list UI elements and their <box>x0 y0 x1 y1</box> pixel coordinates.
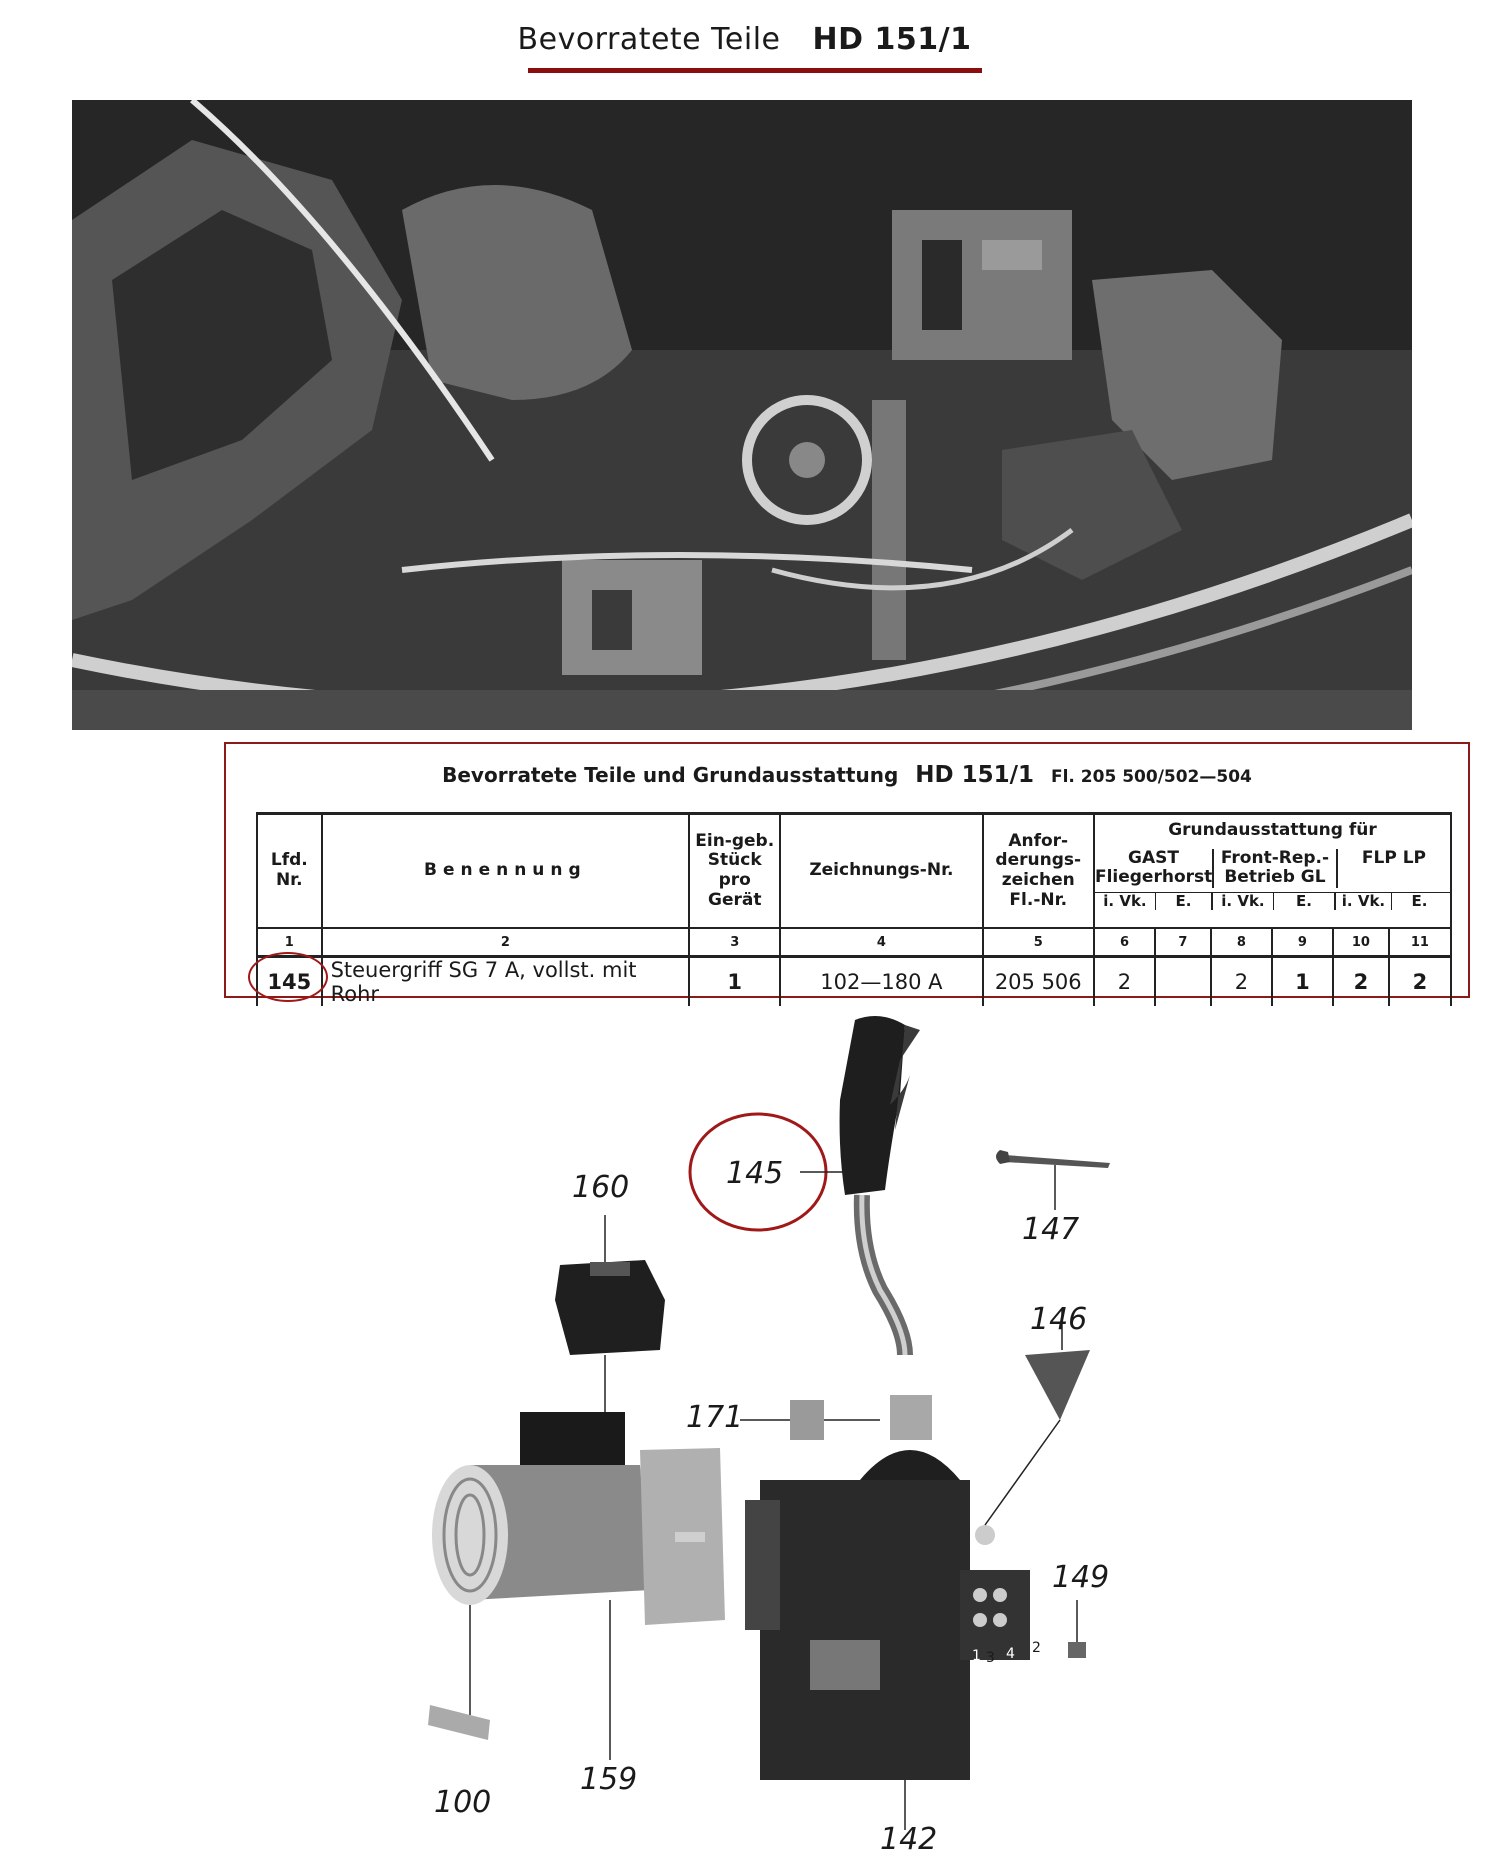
parts-table-frame: Bevorratete Teile und Grundausstattung H… <box>224 742 1470 1006</box>
header-stueck: Ein-geb. Stück pro Gerät <box>688 812 782 928</box>
digit-3: 3 <box>986 1650 995 1666</box>
sub-gast-ivk: i. Vk. <box>1095 892 1156 910</box>
cell-gast-ivk: 2 <box>1092 956 1156 1006</box>
title-underline <box>528 68 982 73</box>
colnum-5: 5 <box>981 927 1095 958</box>
digit-4: 4 <box>1006 1646 1015 1662</box>
cell-front-ivk: 2 <box>1209 956 1273 1006</box>
colnum-9: 9 <box>1270 927 1334 958</box>
title-text: Bevorratete Teile <box>517 22 781 57</box>
cell-gast-e <box>1153 956 1212 1006</box>
caption-ref: Fl. 205 500/502—504 <box>1050 767 1252 787</box>
grund-subcols: i. Vk. E. i. Vk. E. i. Vk. E. <box>1094 891 1450 910</box>
colnum-2: 2 <box>320 927 691 958</box>
sub-flp-e: E. <box>1411 891 1428 910</box>
sub-flp-ivk: i. Vk. <box>1336 892 1392 910</box>
callout-146: 146 <box>1030 1302 1088 1337</box>
sub-front-e: E. <box>1274 892 1336 910</box>
callout-100: 100 <box>434 1785 492 1820</box>
grund-label: Grundausstattung für <box>1168 820 1377 840</box>
callout-159: 159 <box>580 1762 638 1797</box>
callout-149: 149 <box>1052 1560 1110 1595</box>
colnum-10: 10 <box>1331 927 1390 958</box>
callout-145: 145 <box>726 1156 784 1191</box>
group-flp: FLP LP <box>1361 847 1427 868</box>
parts-table: Lfd. Nr. Benennung Ein-geb. Stück pro Ge… <box>256 812 1453 1006</box>
callout-171: 171 <box>686 1400 744 1435</box>
colnum-7: 7 <box>1153 927 1212 958</box>
title-model: HD 151/1 <box>812 22 972 57</box>
cell-zeichnung: 102—180 A <box>779 956 984 1006</box>
colnum-3: 3 <box>688 927 782 958</box>
group-gast: GAST Fliegerhorst <box>1094 847 1214 888</box>
equipment-photo <box>72 100 1412 730</box>
cell-flp-ivk: 2 <box>1331 956 1390 1006</box>
column-number-row: 1 2 3 4 5 6 7 8 9 10 11 <box>256 927 1453 958</box>
digit-2: 2 <box>1032 1640 1041 1656</box>
caption-model: HD 151/1 <box>915 762 1035 788</box>
colnum-11: 11 <box>1387 927 1453 958</box>
header-grundausstattung: Grundausstattung für GAST Fliegerhorst F… <box>1092 812 1453 928</box>
header-benennung: Benennung <box>320 812 691 928</box>
colnum-6: 6 <box>1092 927 1156 958</box>
digit-1: 1 <box>972 1648 981 1664</box>
cell-stueck: 1 <box>688 956 782 1006</box>
callout-160: 160 <box>572 1170 630 1205</box>
colnum-8: 8 <box>1209 927 1273 958</box>
cell-front-e: 1 <box>1270 956 1334 1006</box>
cell-benennung: Steuergriff SG 7 A, vollst. mit Rohr <box>320 956 691 1006</box>
table-caption: Bevorratete Teile und Grundausstattung H… <box>226 762 1468 788</box>
cell-flp-e: 2 <box>1387 956 1453 1006</box>
parts-diagram: 145 147 160 146 171 149 100 159 142 1 3 … <box>0 1000 1489 1869</box>
sub-gast-e: E. <box>1156 892 1213 910</box>
callout-142: 142 <box>880 1822 938 1857</box>
callout-147: 147 <box>1022 1212 1080 1247</box>
cell-anford: 205 506 <box>981 956 1095 1006</box>
header-zeichnung: Zeichnungs-Nr. <box>779 812 984 928</box>
table-row: 145 Steuergriff SG 7 A, vollst. mit Rohr… <box>256 956 1453 1006</box>
colnum-4: 4 <box>779 927 984 958</box>
header-lfd: Lfd. Nr. <box>256 812 323 928</box>
page-title: Bevorratete Teile HD 151/1 <box>0 22 1489 57</box>
grund-groups: GAST Fliegerhorst Front-Rep.- Betrieb GL… <box>1094 847 1450 888</box>
highlight-circle-table <box>248 952 328 1002</box>
header-anford: Anfor-derungs-zeichen Fl.-Nr. <box>981 812 1095 928</box>
caption-main: Bevorratete Teile und Grundausstattung <box>442 763 899 787</box>
group-front: Front-Rep.- Betrieb GL <box>1214 848 1338 888</box>
sub-front-ivk: i. Vk. <box>1213 892 1274 910</box>
